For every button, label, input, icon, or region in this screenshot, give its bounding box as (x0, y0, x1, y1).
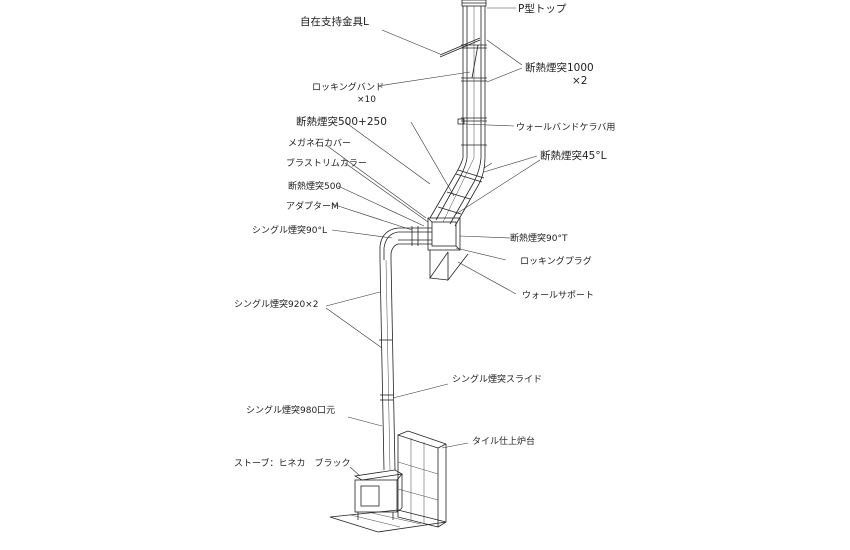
tee-junction (427, 217, 461, 251)
p-top-cap (461, 0, 487, 7)
stove (353, 469, 404, 520)
single-elbow (379, 227, 399, 260)
label-single-slide: シングル煙突スライド (452, 373, 542, 385)
angled-insulated-section (429, 157, 486, 227)
wall-support (429, 250, 469, 282)
label-locking-plug: ロッキングプラグ (520, 255, 592, 267)
label-stove: ストーブ：ヒネカ ブラック (234, 457, 350, 469)
label-insulated-1000: 断熱煙突1000 (525, 61, 594, 74)
label-bracket: 自在支持金具L (300, 15, 369, 28)
horizontal-connector (398, 226, 432, 246)
tile-hearth-wall (397, 430, 447, 528)
label-wall-band: ウォールバンドケラバ用 (516, 122, 615, 133)
label-locking-band-qty: ×10 (357, 95, 376, 105)
label-glasses-stone-cover: メガネ石カバー (288, 138, 351, 149)
upper-insulated-pipe (461, 6, 487, 158)
single-pipe-vertical (379, 259, 396, 471)
label-locking-band: ロッキングバンド (312, 81, 384, 93)
floor-hearth (329, 509, 447, 533)
label-flashing-collar: ブラストリムカラー (286, 157, 367, 169)
label-insulated-45l: 断熱煙突45°L (540, 149, 607, 162)
label-single-980: シングル煙突980口元 (246, 404, 335, 416)
leader-lines (325, 7, 541, 477)
label-wall-support: ウォールサポート (522, 290, 594, 301)
label-insulated-90t: 断熱煙突90°T (510, 232, 568, 244)
label-single-920: シングル煙突920×2 (234, 298, 318, 310)
labels: P型トップ 自在支持金具L 断熱煙突1000 ×2 ロッキングバンド ×10 ウ… (234, 2, 615, 469)
wall-band (457, 118, 465, 125)
adjustable-bracket (439, 37, 481, 79)
label-insulated-500: 断熱煙突500 (288, 180, 341, 192)
label-p-top: P型トップ (518, 2, 567, 15)
label-adapter-m: アダプターM (286, 200, 339, 212)
chimney-assembly (379, 0, 487, 471)
label-insulated-500-250: 断熱煙突500+250 (296, 115, 387, 128)
label-tile-hearth: タイル仕上炉台 (472, 435, 535, 447)
label-insulated-1000-qty: ×2 (572, 75, 587, 87)
label-single-90l: シングル煙突90°L (252, 224, 327, 236)
